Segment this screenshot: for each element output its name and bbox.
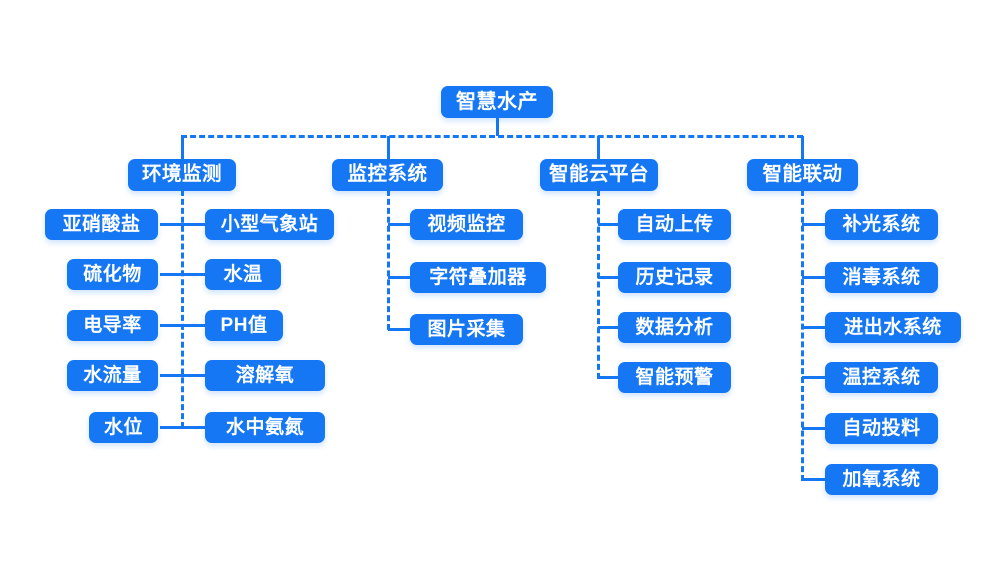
- leaf-node-fill-light-system[interactable]: 补光系统: [825, 209, 938, 240]
- leaf-node-water-temperature[interactable]: 水温: [205, 259, 281, 290]
- leaf-label: PH值: [220, 315, 268, 336]
- leaf-label: 智能预警: [635, 367, 714, 388]
- leaf-node-disinfection-system[interactable]: 消毒系统: [825, 262, 938, 293]
- leaf-node-ph-value[interactable]: PH值: [205, 310, 283, 341]
- branch3-row3-stub: [598, 326, 618, 329]
- branch-node-smart-cloud-platform[interactable]: 智能云平台: [540, 159, 658, 191]
- branch-drop-connector-2: [387, 136, 390, 160]
- leaf-label: 加氧系统: [842, 469, 921, 490]
- branch2-row3-stub: [388, 328, 410, 331]
- branch1-row1-left-stub: [160, 223, 182, 226]
- leaf-node-conductivity[interactable]: 电导率: [67, 310, 158, 341]
- root-stem-connector: [496, 117, 499, 136]
- branch1-row3-left-stub: [160, 324, 182, 327]
- leaf-node-auto-upload[interactable]: 自动上传: [618, 209, 731, 240]
- root-node-label: 智慧水产: [456, 91, 538, 113]
- branch3-row1-stub: [598, 223, 618, 226]
- leaf-label: 水位: [103, 417, 143, 438]
- branch4-trunk-connector: [801, 190, 804, 481]
- leaf-label: 视频监控: [427, 214, 506, 235]
- leaf-node-image-capture[interactable]: 图片采集: [410, 314, 523, 345]
- branch3-row2-stub: [598, 276, 618, 279]
- leaf-node-oxygenation-system[interactable]: 加氧系统: [825, 464, 938, 495]
- branch-node-smart-linkage[interactable]: 智能联动: [747, 159, 858, 191]
- branch4-row4-stub: [802, 376, 825, 379]
- leaf-node-smart-alert[interactable]: 智能预警: [618, 362, 731, 393]
- leaf-label: 图片采集: [427, 319, 506, 340]
- branch4-row3-stub: [802, 326, 825, 329]
- branch4-row6-stub: [802, 478, 825, 481]
- branch1-row4-right-stub: [182, 374, 205, 377]
- leaf-node-ammonia-nitrogen[interactable]: 水中氨氮: [205, 412, 325, 443]
- leaf-node-nitrite[interactable]: 亚硝酸盐: [45, 209, 158, 240]
- leaf-label: 进出水系统: [844, 317, 942, 338]
- branch2-trunk-connector: [387, 190, 390, 330]
- branch3-trunk-connector: [597, 190, 600, 379]
- leaf-node-character-overlay[interactable]: 字符叠加器: [410, 262, 546, 293]
- branch3-row4-stub: [598, 376, 618, 379]
- branch-label: 智能联动: [762, 163, 843, 186]
- branch1-row5-left-stub: [160, 426, 182, 429]
- level2-bus-connector: [181, 135, 803, 138]
- leaf-label: 温控系统: [842, 367, 921, 388]
- leaf-node-sulfide[interactable]: 硫化物: [67, 259, 158, 290]
- leaf-label: 数据分析: [635, 317, 714, 338]
- branch-label: 智能云平台: [549, 163, 650, 186]
- leaf-node-weather-station[interactable]: 小型气象站: [205, 209, 334, 240]
- leaf-node-history-record[interactable]: 历史记录: [618, 262, 731, 293]
- leaf-label: 消毒系统: [842, 267, 921, 288]
- branch1-trunk-connector: [181, 190, 184, 428]
- leaf-label: 溶解氧: [235, 365, 295, 386]
- leaf-label: 自动投料: [842, 418, 921, 439]
- branch-node-surveillance-system[interactable]: 监控系统: [332, 159, 443, 191]
- leaf-node-water-level[interactable]: 水位: [89, 412, 158, 443]
- leaf-node-water-inlet-outlet-system[interactable]: 进出水系统: [825, 312, 961, 343]
- branch1-row4-left-stub: [160, 374, 182, 377]
- root-node-smart-aquaculture[interactable]: 智慧水产: [441, 86, 553, 118]
- branch-drop-connector-3: [597, 136, 600, 160]
- leaf-node-data-analysis[interactable]: 数据分析: [618, 312, 731, 343]
- branch-label: 监控系统: [347, 163, 428, 186]
- leaf-label: 自动上传: [635, 214, 714, 235]
- leaf-label: 历史记录: [635, 267, 714, 288]
- leaf-label: 硫化物: [83, 264, 142, 285]
- branch4-row1-stub: [802, 223, 825, 226]
- branch-drop-connector-4: [801, 136, 804, 160]
- leaf-node-water-flow[interactable]: 水流量: [67, 360, 158, 391]
- leaf-label: 水中氨氮: [225, 417, 304, 438]
- branch1-row2-left-stub: [160, 273, 182, 276]
- branch-drop-connector-1: [181, 136, 184, 160]
- branch1-row3-right-stub: [182, 324, 205, 327]
- branch-node-environment-monitoring[interactable]: 环境监测: [128, 159, 236, 191]
- leaf-label: 字符叠加器: [429, 267, 527, 288]
- leaf-label: 电导率: [83, 315, 142, 336]
- branch-label: 环境监测: [141, 163, 222, 186]
- branch1-row5-right-stub: [182, 426, 205, 429]
- leaf-node-video-surveillance[interactable]: 视频监控: [410, 209, 523, 240]
- branch4-row5-stub: [802, 427, 825, 430]
- leaf-label: 小型气象站: [220, 214, 319, 235]
- leaf-label: 水流量: [83, 365, 142, 386]
- branch1-row2-right-stub: [182, 273, 205, 276]
- branch1-row1-right-stub: [182, 223, 205, 226]
- leaf-label: 亚硝酸盐: [62, 214, 141, 235]
- branch4-row2-stub: [802, 276, 825, 279]
- leaf-node-temperature-control-system[interactable]: 温控系统: [825, 362, 938, 393]
- leaf-node-dissolved-oxygen[interactable]: 溶解氧: [205, 360, 325, 391]
- branch2-row1-stub: [388, 223, 410, 226]
- leaf-label: 水温: [223, 264, 263, 285]
- leaf-node-auto-feeding[interactable]: 自动投料: [825, 413, 938, 444]
- leaf-label: 补光系统: [842, 214, 921, 235]
- branch2-row2-stub: [388, 276, 410, 279]
